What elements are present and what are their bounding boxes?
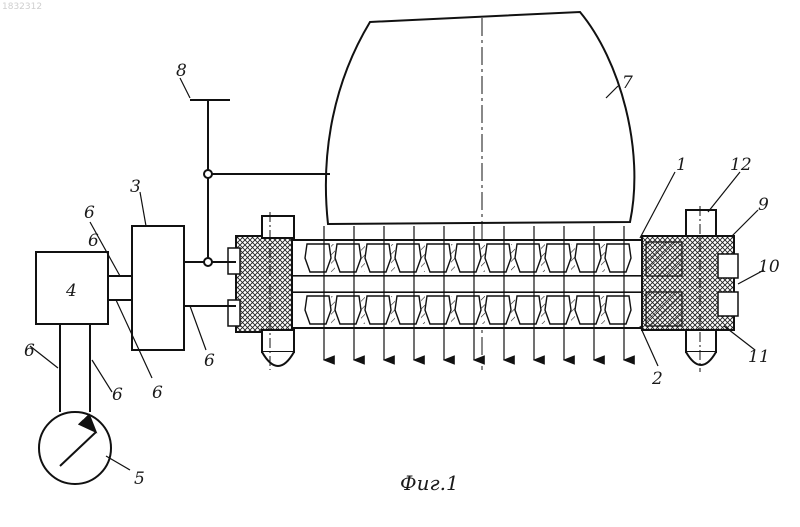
nozzle bbox=[425, 244, 451, 272]
nozzle bbox=[395, 296, 421, 324]
label-1: 1 bbox=[676, 155, 687, 175]
nozzle bbox=[575, 244, 601, 272]
pressure-gauge bbox=[39, 412, 111, 484]
nozzle bbox=[455, 244, 481, 272]
nozzle bbox=[335, 296, 361, 324]
left-clamp bbox=[228, 212, 294, 370]
nozzle bbox=[365, 296, 391, 324]
right-clamp bbox=[642, 206, 738, 372]
label-6a: 6 bbox=[84, 203, 95, 223]
nozzle bbox=[485, 244, 511, 272]
nozzle bbox=[305, 244, 331, 272]
label-2: 2 bbox=[651, 369, 663, 389]
label-6c: 6 bbox=[204, 351, 215, 371]
label-6f: 6 bbox=[88, 231, 99, 251]
label-3: 3 bbox=[130, 177, 141, 197]
watermark-text: 1832312 bbox=[2, 2, 42, 12]
nozzle bbox=[545, 296, 571, 324]
block-3 bbox=[132, 226, 184, 350]
nozzle bbox=[605, 244, 631, 272]
nozzle bbox=[515, 296, 541, 324]
nozzle bbox=[605, 296, 631, 324]
label-12: 12 bbox=[730, 155, 752, 175]
nozzle bbox=[545, 244, 571, 272]
nozzle bbox=[425, 296, 451, 324]
nozzle bbox=[485, 296, 511, 324]
nozzle bbox=[305, 296, 331, 324]
label-7: 7 bbox=[622, 73, 633, 93]
nozzle bbox=[515, 244, 541, 272]
nozzle bbox=[575, 296, 601, 324]
nozzle bbox=[395, 244, 421, 272]
label-10: 10 bbox=[758, 257, 780, 277]
label-9: 9 bbox=[758, 195, 769, 215]
label-6d: 6 bbox=[24, 341, 35, 361]
nozzle bbox=[335, 244, 361, 272]
label-5: 5 bbox=[134, 469, 145, 489]
label-8: 8 bbox=[176, 61, 187, 81]
figure-caption: Фиг.1 bbox=[400, 471, 459, 495]
nozzle bbox=[365, 244, 391, 272]
label-6e: 6 bbox=[112, 385, 123, 405]
label-4: 4 bbox=[65, 281, 77, 301]
nozzle bbox=[455, 296, 481, 324]
label-6b: 6 bbox=[152, 383, 163, 403]
label-11: 11 bbox=[748, 347, 770, 367]
